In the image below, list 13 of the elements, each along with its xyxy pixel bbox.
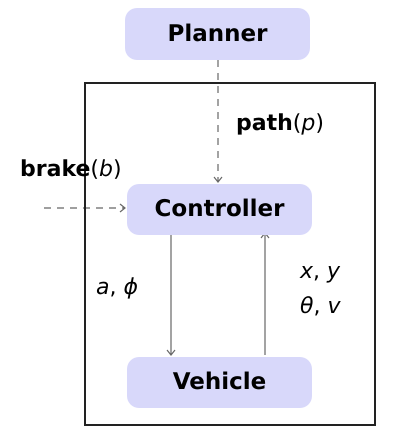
- edge-label: a, ϕ: [96, 274, 139, 302]
- arrow: [260, 232, 270, 355]
- arrow: [166, 233, 176, 356]
- box-label: Vehicle: [172, 368, 266, 397]
- arrow: [44, 203, 126, 213]
- process-box: [125, 8, 310, 60]
- arrow: [213, 60, 223, 183]
- process-box: [127, 357, 312, 408]
- process-box: [127, 184, 312, 235]
- edge-label: path(p): [236, 110, 325, 138]
- edge-label: x, y θ, v: [300, 258, 342, 322]
- box-label: Controller: [154, 195, 284, 224]
- box-label: Planner: [168, 20, 268, 48]
